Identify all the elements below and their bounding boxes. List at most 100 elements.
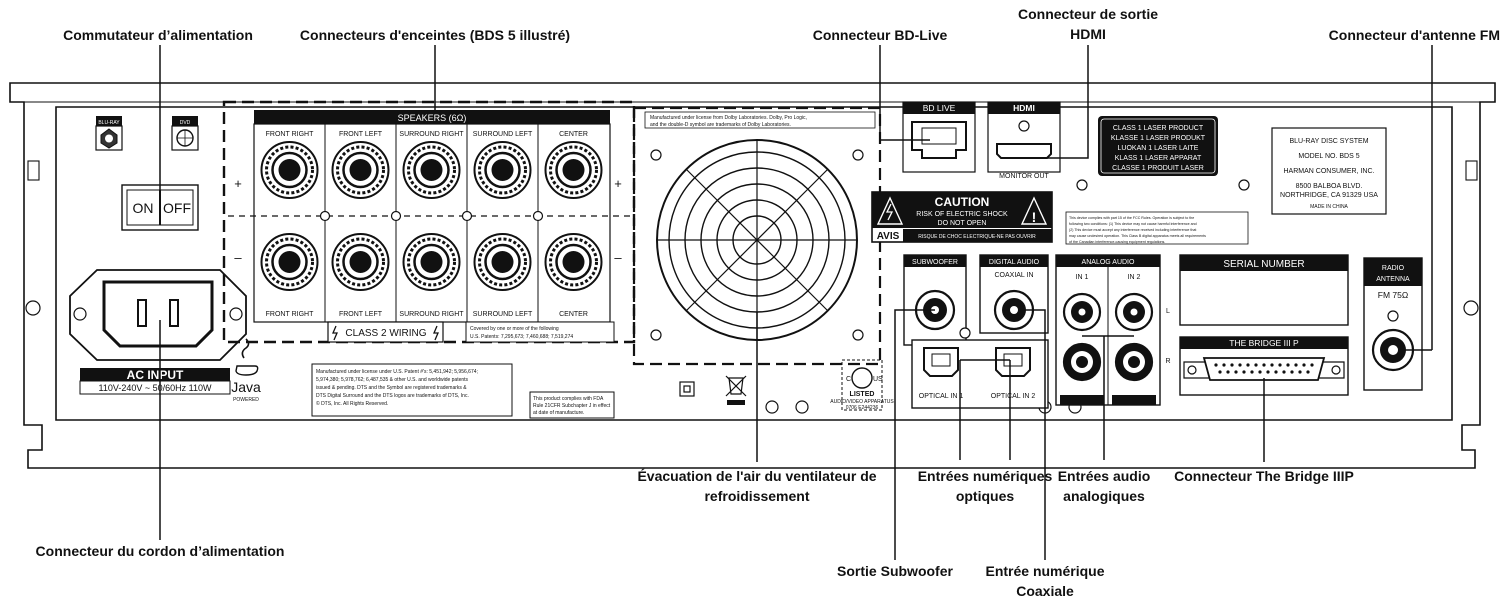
analog-in2-left-jack[interactable] <box>1114 292 1154 332</box>
speaker-post-front-left-negative[interactable] <box>331 233 390 291</box>
dvd-logo-label: DVD <box>180 120 191 126</box>
bd-live-label: BD LIVE <box>923 103 956 113</box>
radio-antenna-line-2: ANTENNA <box>1376 276 1410 283</box>
callouts: Commutateur d’alimentation Connecteurs d… <box>36 6 1500 599</box>
fda-line-2: Rule 21CFR Subchapter J in effect <box>533 403 611 409</box>
speaker-post-surround-left-negative[interactable] <box>473 233 532 291</box>
optical-input-1[interactable]: OPTICAL IN 1 <box>919 347 964 400</box>
speaker-post-surround-right-negative[interactable] <box>402 233 461 291</box>
bd-live-ethernet-port[interactable]: BD LIVE <box>902 101 976 173</box>
ul-listed: LISTED <box>850 391 875 398</box>
bridge-pin <box>1286 363 1290 367</box>
ac-power-inlet[interactable] <box>69 269 247 361</box>
bridge-pin <box>1242 370 1246 374</box>
fcc-line-2: following two conditions: (1) This devic… <box>1069 222 1197 226</box>
coaxial-in-label: COAXIAL IN <box>994 272 1033 279</box>
radio-antenna-line-1: RADIO <box>1382 265 1405 272</box>
speaker-label-surround-left-bottom: SURROUND LEFT <box>473 311 533 318</box>
bridge-pin <box>1266 370 1270 374</box>
bridge-pin <box>1274 370 1278 374</box>
speaker-minus-left: – <box>234 250 242 265</box>
callout-hdmi-out-line-1: Connecteur de sortie <box>1018 6 1158 22</box>
bridge-pin <box>1226 370 1230 374</box>
fcc-line-5: of the Canadian interference-causing equ… <box>1069 240 1165 244</box>
ul-us: US <box>873 376 883 383</box>
callout-optical-line-2: optiques <box>956 488 1015 504</box>
callout-coax-line-2: Coaxiale <box>1016 583 1074 599</box>
power-switch[interactable]: ON OFF <box>121 184 199 231</box>
speaker-label-surround-right-bottom: SURROUND RIGHT <box>399 311 464 318</box>
serial-number-label: SERIAL NUMBER <box>1223 259 1304 270</box>
caution-label: ! CAUTION RISK OF ELECTRIC SHOCK DO NOT … <box>871 191 1053 243</box>
callout-analog-line-2: analogiques <box>1063 488 1145 504</box>
subwoofer-output-jack[interactable]: SUBWOOFER <box>903 254 967 346</box>
model-line-2: MODEL NO. BDS 5 <box>1298 153 1359 160</box>
dolby-line-1: Manufactured under license from Dolby La… <box>650 115 807 121</box>
laser-line-3: LUOKAN 1 LASER LAITE <box>1118 145 1199 152</box>
ul-c: C <box>846 376 851 383</box>
dts-line-3: issued & pending. DTS and the Symbol are… <box>316 385 467 391</box>
speaker-post-center-negative[interactable] <box>544 233 603 291</box>
laser-line-2: KLASSE 1 LASER PRODUKT <box>1111 135 1206 142</box>
fcc-line-3: (2) This device must accept any interfer… <box>1069 228 1196 232</box>
analog-in2-right-jack[interactable] <box>1114 342 1154 382</box>
coaxial-input-jack[interactable] <box>993 289 1035 331</box>
patents-notice: Covered by one or more of the following … <box>465 321 615 343</box>
analog-audio-label: ANALOG AUDIO <box>1082 259 1135 266</box>
speaker-post-front-left-positive[interactable] <box>331 141 390 199</box>
hdmi-logo: HDMI <box>1013 103 1035 113</box>
fm-antenna-connector[interactable]: RADIO ANTENNA FM 75Ω <box>1363 257 1423 391</box>
fcc-line-1: This device complies with part 15 of the… <box>1069 216 1194 220</box>
caution-line-2: DO NOT OPEN <box>938 220 987 227</box>
speaker-label-center-bottom: CENTER <box>559 311 588 318</box>
analog-audio-block: ANALOG AUDIO IN 1 IN 2 L R <box>1055 254 1171 406</box>
callout-leader-lines <box>159 45 1433 560</box>
speaker-post-surround-right-positive[interactable] <box>402 141 461 199</box>
fm-impedance-label: FM 75Ω <box>1378 290 1408 300</box>
subwoofer-label: SUBWOOFER <box>912 259 958 266</box>
bridge-pin <box>1238 363 1242 367</box>
callout-analog-line-1: Entrées audio <box>1058 468 1151 484</box>
speaker-post-front-right-negative[interactable] <box>260 233 319 291</box>
caution-exclamation: ! <box>1032 209 1037 225</box>
laser-class-label: CLASS 1 LASER PRODUCT KLASSE 1 LASER PRO… <box>1098 116 1218 176</box>
hdmi-output-port[interactable]: HDMI MONITOR OUT <box>987 101 1061 180</box>
bridge-pin <box>1218 370 1222 374</box>
speaker-plus-left: + <box>234 176 242 191</box>
dts-line-4: DTS Digital Surround and the DTS logos a… <box>316 393 469 399</box>
callout-fan-line-2: refroidissement <box>704 488 809 504</box>
ul-line-2: 0706 E244236 <box>846 405 879 411</box>
callout-subwoofer-out: Sortie Subwoofer <box>837 563 953 579</box>
analog-in1-left-jack[interactable] <box>1062 292 1102 332</box>
speaker-post-front-right-positive[interactable] <box>260 141 319 199</box>
bridge-iiip-connector[interactable]: THE BRIDGE III P <box>1179 336 1349 396</box>
digital-audio-label: DIGITAL AUDIO <box>989 259 1040 266</box>
patents-line-2: U.S. Patents: 7,295,673; 7,460,688; 7,51… <box>470 334 573 340</box>
analog-in1-right-jack[interactable] <box>1062 342 1102 382</box>
avis-label: AVIS <box>877 231 900 242</box>
optical-in-1-label: OPTICAL IN 1 <box>919 393 964 400</box>
power-switch-off-label: OFF <box>163 200 191 216</box>
bridge-pin <box>1270 363 1274 367</box>
dolby-line-2: and the double-D symbol are trademarks o… <box>650 122 791 128</box>
fda-line-3: at date of manufacture. <box>533 410 584 416</box>
bridge-pin <box>1222 363 1226 367</box>
model-line-5: NORTHRIDGE, CA 91329 USA <box>1280 192 1378 199</box>
ul-line-1: AUDIO/VIDEO APPARATUS <box>830 399 894 405</box>
speaker-label-front-left-top: FRONT LEFT <box>339 131 383 138</box>
bridge-pin <box>1302 363 1306 367</box>
speaker-post-surround-left-positive[interactable] <box>473 141 532 199</box>
java-powered-text: POWERED <box>233 397 259 403</box>
optical-input-2[interactable]: OPTICAL IN 2 <box>991 347 1036 400</box>
speaker-divider-screw <box>390 210 402 222</box>
bridge-pin <box>1278 363 1282 367</box>
speaker-post-center-positive[interactable] <box>544 141 603 199</box>
callout-speaker-connectors: Connecteurs d'enceintes (BDS 5 illustré) <box>300 27 570 43</box>
optical-in-2-label: OPTICAL IN 2 <box>991 393 1036 400</box>
power-switch-on-label: ON <box>133 200 154 216</box>
dts-line-2: 5,974,380; 5,978,762; 6,487,535 & other … <box>316 377 469 383</box>
speaker-label-front-right-top: FRONT RIGHT <box>266 131 314 138</box>
